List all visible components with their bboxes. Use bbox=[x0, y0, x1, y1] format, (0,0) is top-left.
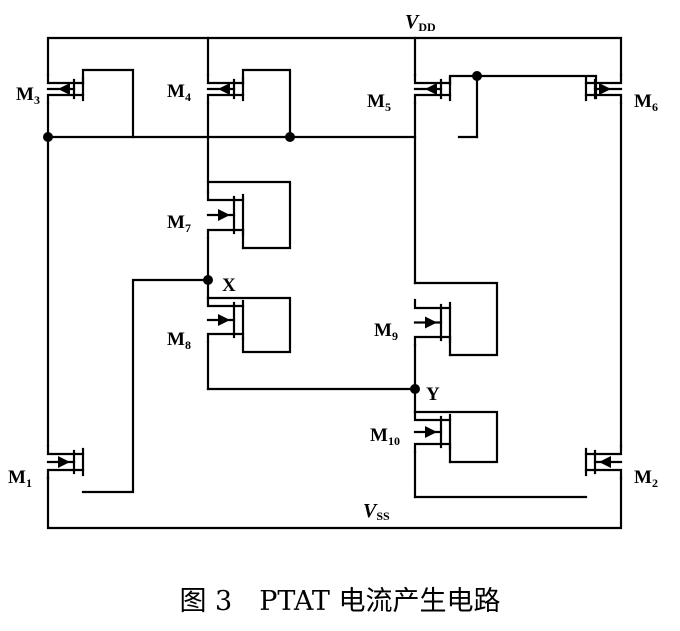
junction-dot bbox=[43, 132, 53, 142]
figure-caption: 图 3 PTAT 电流产生电路 bbox=[179, 586, 500, 617]
vdd-label: VDD bbox=[405, 11, 436, 34]
transistor-layer bbox=[46, 73, 623, 480]
m6-transistor bbox=[584, 73, 623, 105]
m7-label: M7 bbox=[167, 212, 191, 235]
m3-transistor bbox=[46, 73, 85, 105]
m9-label: M9 bbox=[374, 320, 398, 343]
node-y-label: Y bbox=[426, 384, 440, 405]
m8-label: M8 bbox=[167, 329, 191, 352]
node-x-dot bbox=[203, 275, 213, 285]
m8-transistor bbox=[206, 296, 245, 344]
junction-dots bbox=[43, 71, 482, 394]
m2-transistor bbox=[584, 444, 623, 480]
m1-transistor bbox=[46, 444, 85, 480]
node-y-dot bbox=[410, 384, 420, 394]
m5-transistor bbox=[413, 73, 452, 105]
m2-label: M2 bbox=[634, 467, 658, 490]
junction-dot bbox=[472, 71, 482, 81]
junction-dot bbox=[285, 132, 295, 142]
m3-label: M3 bbox=[16, 84, 40, 107]
vdd-rail bbox=[46, 36, 623, 77]
m4-label: M4 bbox=[167, 81, 191, 104]
m1-label: M1 bbox=[8, 467, 32, 490]
m10-label: M10 bbox=[370, 425, 400, 448]
m9-transistor bbox=[413, 298, 452, 347]
m10-transistor bbox=[413, 410, 452, 454]
m6-label: M6 bbox=[634, 91, 658, 114]
m5-label: M5 bbox=[367, 91, 391, 114]
m7-transistor bbox=[206, 190, 245, 240]
vss-rail bbox=[46, 476, 623, 530]
wiring bbox=[46, 68, 623, 499]
vss-label: VSS bbox=[363, 500, 390, 523]
node-x-label: X bbox=[222, 275, 236, 296]
m4-transistor bbox=[206, 73, 245, 105]
